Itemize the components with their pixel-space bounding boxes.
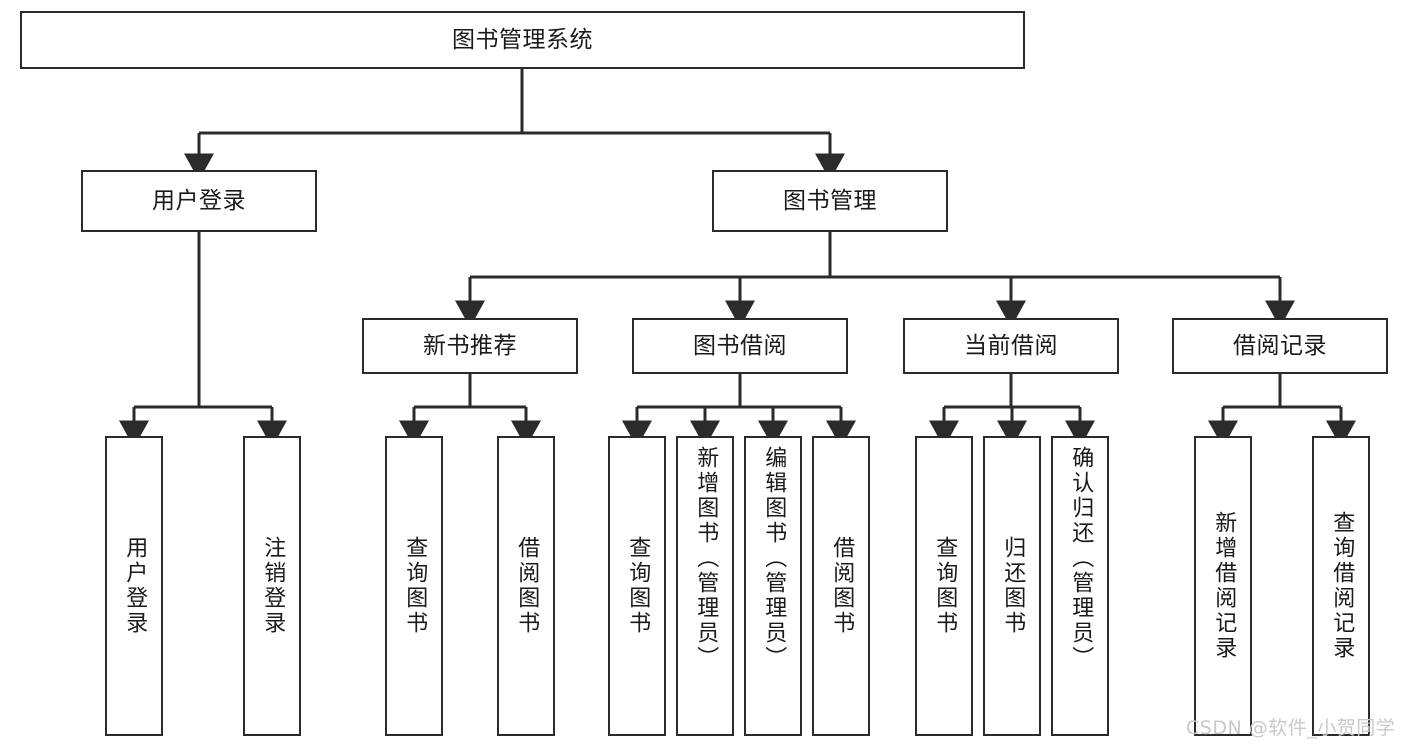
- node-label: 当前借阅: [964, 332, 1058, 359]
- node-label: 新书推荐: [423, 332, 517, 359]
- node-label: 新增借阅记录: [1211, 511, 1237, 661]
- node-leaf-user-login[interactable]: 用户登录: [105, 436, 163, 736]
- node-label: 借阅图书: [829, 536, 855, 636]
- node-leaf-edit-book[interactable]: 编辑图书（管理员）: [744, 436, 802, 736]
- node-label: 查询图书: [625, 536, 651, 636]
- node-label: 编辑图书（管理员）: [761, 446, 787, 671]
- node-user-login[interactable]: 用户登录: [81, 170, 317, 232]
- node-leaf-add-book[interactable]: 新增图书（管理员）: [676, 436, 734, 736]
- node-label: 图书管理系统: [452, 26, 593, 53]
- node-label: 图书管理: [783, 187, 877, 214]
- node-leaf-query-book-borrow[interactable]: 查询图书: [608, 436, 666, 736]
- node-label: 图书借阅: [693, 332, 787, 359]
- node-label: 新增图书（管理员）: [693, 446, 719, 671]
- node-label: 借阅图书: [514, 536, 540, 636]
- node-label: 用户登录: [152, 187, 246, 214]
- node-label: 归还图书: [1000, 536, 1026, 636]
- node-new-book-recommend[interactable]: 新书推荐: [362, 318, 578, 374]
- node-leaf-borrow-book-recommend[interactable]: 借阅图书: [497, 436, 555, 736]
- node-leaf-query-book-current[interactable]: 查询图书: [915, 436, 973, 736]
- node-leaf-return-book[interactable]: 归还图书: [983, 436, 1041, 736]
- node-leaf-borrow-book[interactable]: 借阅图书: [812, 436, 870, 736]
- node-current-borrow[interactable]: 当前借阅: [903, 318, 1119, 374]
- node-label: 确认归还（管理员）: [1068, 446, 1094, 671]
- node-label: 用户登录: [122, 536, 148, 636]
- node-leaf-confirm-return[interactable]: 确认归还（管理员）: [1051, 436, 1109, 736]
- node-root-book-management-system[interactable]: 图书管理系统: [20, 11, 1025, 69]
- node-label: 借阅记录: [1233, 332, 1327, 359]
- node-leaf-add-borrow-record[interactable]: 新增借阅记录: [1194, 436, 1252, 736]
- node-label: 注销登录: [260, 536, 286, 636]
- node-label: 查询图书: [402, 536, 428, 636]
- node-book-borrow[interactable]: 图书借阅: [632, 318, 848, 374]
- node-book-management[interactable]: 图书管理: [712, 170, 948, 232]
- node-leaf-query-book-recommend[interactable]: 查询图书: [385, 436, 443, 736]
- node-borrow-record[interactable]: 借阅记录: [1172, 318, 1388, 374]
- node-leaf-query-borrow-record[interactable]: 查询借阅记录: [1312, 436, 1370, 736]
- node-label: 查询借阅记录: [1329, 511, 1355, 661]
- node-leaf-logout[interactable]: 注销登录: [243, 436, 301, 736]
- node-label: 查询图书: [932, 536, 958, 636]
